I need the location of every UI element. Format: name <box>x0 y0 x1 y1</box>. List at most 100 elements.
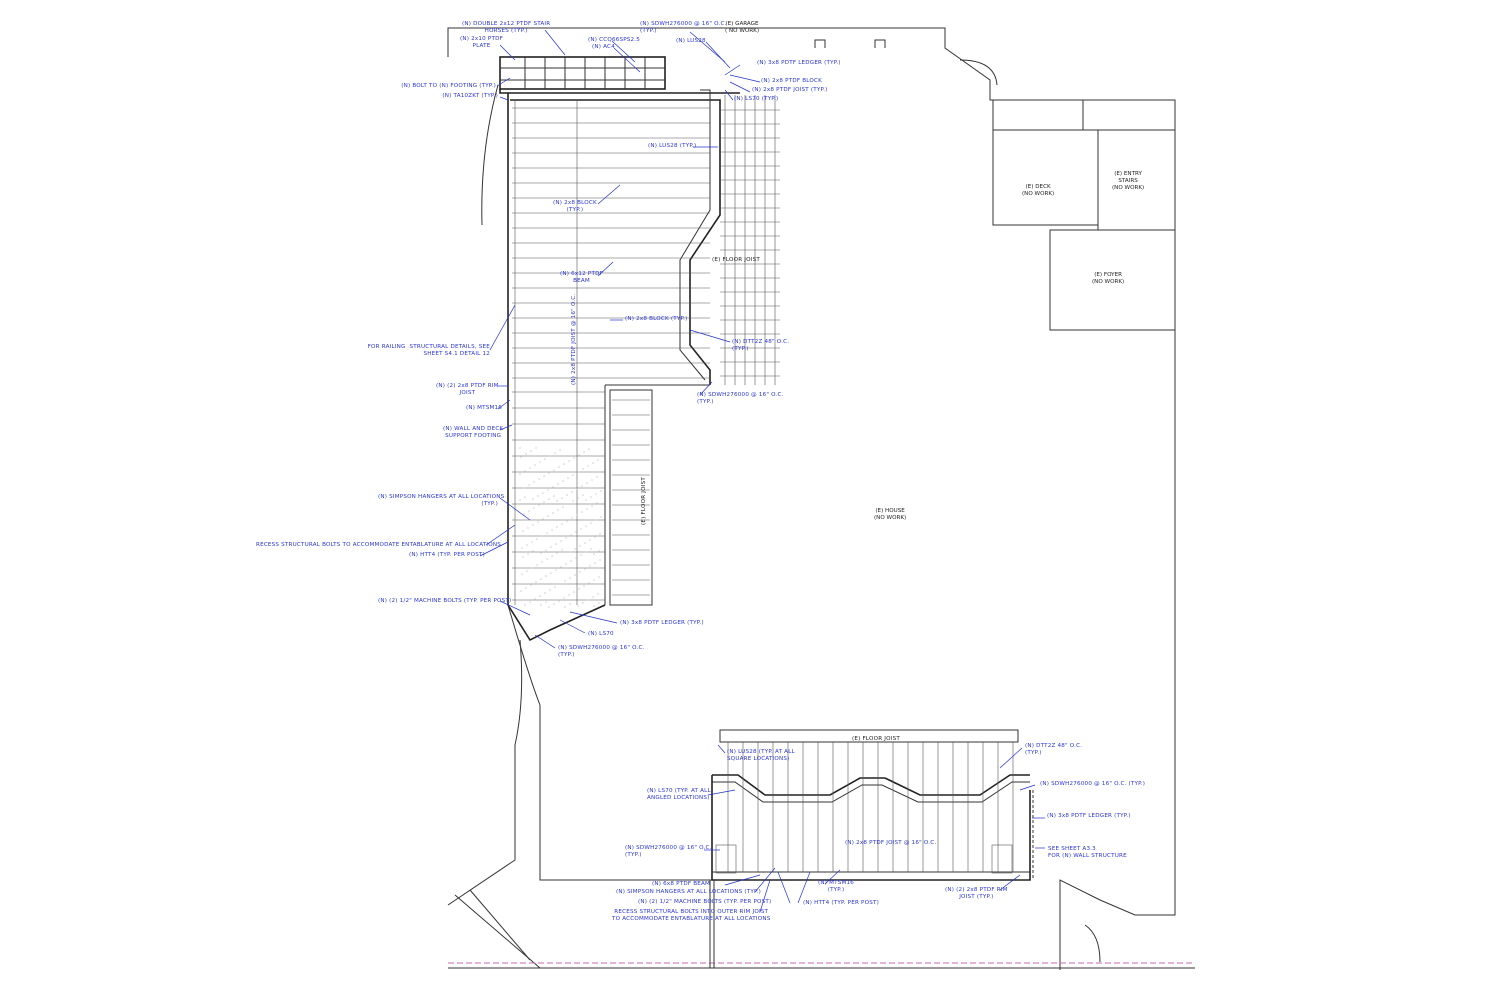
hatch-dot <box>579 571 581 573</box>
hatch-dot <box>574 574 576 576</box>
hatch-dot <box>594 562 596 564</box>
note-plate: (N) 2x10 PTDF PLATE <box>460 36 504 49</box>
hatch-dot <box>572 500 574 502</box>
hatch-dot <box>532 524 534 526</box>
hatch-dot <box>582 468 584 470</box>
hatch-dot <box>554 452 556 454</box>
garage-joists <box>720 95 780 385</box>
hatch-dot <box>561 549 563 551</box>
hatch-dot <box>523 487 525 489</box>
hatch-dot <box>556 526 558 528</box>
hatch-dot <box>582 494 584 496</box>
hatch-dot <box>542 492 544 494</box>
hatch-dot <box>531 541 533 543</box>
hatch-dot <box>547 489 549 491</box>
hatch-dot <box>567 477 569 479</box>
hatch-dot <box>556 500 558 502</box>
hatch-dot <box>558 600 560 602</box>
hatch-dot <box>581 511 583 513</box>
hatch-dot <box>592 462 594 464</box>
hatch-dot <box>526 570 528 572</box>
note-floor-joist-e1: (E) FLOOR JOIST <box>712 257 760 263</box>
hatch-dot <box>519 473 521 475</box>
hatch-dot <box>577 605 579 607</box>
hatch-dot <box>592 596 594 598</box>
hatch-dot <box>540 578 542 580</box>
hatch-dot <box>531 567 533 569</box>
hatch-dot <box>576 488 578 490</box>
note-joist-low: (N) 2x8 PTDF JOIST @ 16" O.C. <box>845 840 937 846</box>
hatch-dot <box>587 465 589 467</box>
note-lus28-typ: (N) LUS28 (TYP.) <box>648 143 697 149</box>
note-joist-vertical: (N) 2x8 PTDF JOIST @ 16" O.C. <box>571 293 577 385</box>
hatch-dot <box>587 599 589 601</box>
hatch-dot <box>557 483 559 485</box>
note-railing: FOR RAILING STRUCTURAL DETAILS, SEE SHEE… <box>367 344 490 357</box>
note-ls70-mid: (N) LS70 <box>588 631 614 637</box>
hatch-dot <box>548 498 550 500</box>
hatch-dot <box>525 453 527 455</box>
hatch-dot <box>580 528 582 530</box>
hatch-dot <box>562 506 564 508</box>
hatch-dot <box>596 502 598 504</box>
hatch-dot <box>519 499 521 501</box>
hatch-dot <box>539 461 541 463</box>
hatch-dot <box>519 447 521 449</box>
note-sdwh-low: (N) SDWH276000 @ 16" O.C. (TYP.) <box>558 645 645 658</box>
note-recess-low: RECESS STRUCTURAL BOLTS INTO OUTER RIM J… <box>612 909 771 922</box>
hatch-dot <box>535 447 537 449</box>
hatch-dot <box>570 534 572 536</box>
hatch-dot <box>541 535 543 537</box>
note-mtsm16: (N) MTSM16 <box>466 405 503 411</box>
hatch-dot <box>573 457 575 459</box>
hatch-dot <box>598 550 600 552</box>
hatch-dot <box>575 557 577 559</box>
note-ls70-angled: (N) LS70 (TYP. AT ALL ANGLED LOCATIONS) <box>647 788 711 801</box>
hatch-dot <box>586 482 588 484</box>
note-rim-joist: (N) (2) 2x8 PTDF RIM JOIST <box>436 383 499 396</box>
hatch-dot <box>578 454 580 456</box>
hatch-dot <box>585 499 587 501</box>
note-joist-top: (N) 2x8 PTDF JOIST (TYP.) <box>752 87 828 93</box>
hatch-dot <box>539 595 541 597</box>
note-dtt-top: (N) DTT2Z 48" O.C. (TYP.) <box>732 339 790 352</box>
hatch-dot <box>593 579 595 581</box>
hatch-dot <box>589 565 591 567</box>
hatch-dot <box>529 467 531 469</box>
hatch-dot <box>521 547 523 549</box>
note-rim-low: (N) (2) 2x8 PTDF RIM JOIST (TYP.) <box>945 887 1008 900</box>
hatch-dot <box>588 448 590 450</box>
hatch-dot <box>534 464 536 466</box>
hatch-dot <box>538 504 540 506</box>
note-ledger-low: (N) 3x8 PDTF LEDGER (TYP.) <box>1047 813 1131 819</box>
hatch-dot <box>545 601 547 603</box>
footing-hatch <box>519 447 602 608</box>
hatch-dot <box>548 472 550 474</box>
note-ccq: (N) CCQ66SPS2.5 <box>588 37 641 43</box>
note-block-typ: (N) 2x8 BLOCK (TYP.) <box>625 316 688 322</box>
hatch-dot <box>549 455 551 457</box>
hatch-dot <box>532 550 534 552</box>
hatch-dot <box>573 591 575 593</box>
hatch-dot <box>533 507 535 509</box>
note-sdwh-left: (N) SDWH276000 @ 16" O.C. (TYP.) <box>625 845 712 858</box>
note-dtt-low: (N) DTT2Z 48" O.C. (TYP.) <box>1025 743 1083 756</box>
hatch-dot <box>590 522 592 524</box>
hatch-dot <box>549 589 551 591</box>
hatch-dot <box>550 546 552 548</box>
lower-joists <box>727 742 1014 872</box>
hatch-dot <box>574 548 576 550</box>
hatch-dot <box>562 480 564 482</box>
hatch-dot <box>583 585 585 587</box>
note-block-top: (N) 2x8 PTDF BLOCK <box>761 78 822 84</box>
hatch-dot <box>544 592 546 594</box>
hatch-dot <box>590 496 592 498</box>
hatch-dot <box>598 602 600 604</box>
hatch-dot <box>557 509 559 511</box>
hatch-dot <box>544 458 546 460</box>
hatch-dot <box>560 566 562 568</box>
hatch-dot <box>555 569 557 571</box>
hatch-dot <box>532 498 534 500</box>
hatch-dot <box>600 490 602 492</box>
hatch-dot <box>578 588 580 590</box>
